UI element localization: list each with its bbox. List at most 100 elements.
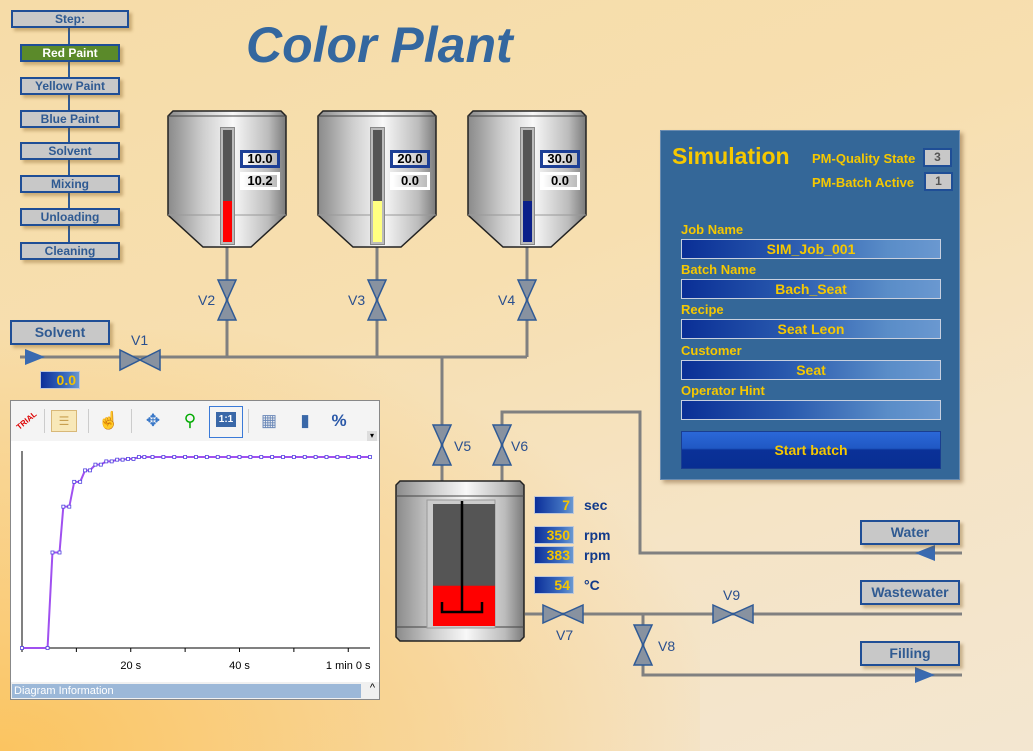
speed-actual-unit: rpm — [584, 547, 611, 563]
setpoint-value[interactable]: 10.0 — [240, 150, 280, 168]
data-point — [172, 455, 177, 459]
data-point — [98, 462, 103, 467]
paint-tank[interactable]: 20.0 0.0 — [317, 110, 437, 248]
recipe-label: Recipe — [681, 302, 724, 317]
valve-label-v8: V8 — [658, 638, 676, 654]
operator-hint-field[interactable] — [681, 400, 941, 420]
data-point — [335, 455, 340, 459]
valve-v5 — [431, 424, 453, 466]
start-batch-button[interactable]: Start batch — [681, 431, 941, 469]
valve-label-v6: V6 — [511, 438, 529, 454]
data-point — [248, 455, 253, 459]
pan-icon[interactable]: ✥ — [145, 411, 161, 430]
data-point — [324, 455, 329, 459]
level-gauge — [520, 127, 535, 245]
data-point — [78, 479, 83, 484]
step-unloading[interactable]: Unloading — [20, 208, 120, 226]
quality-state-value: 3 — [923, 148, 952, 167]
valve-label-v3: V3 — [348, 292, 366, 308]
level-fill — [223, 200, 232, 242]
percent-icon[interactable]: % — [331, 411, 347, 430]
job-name-label: Job Name — [681, 222, 744, 237]
step-cleaning[interactable]: Cleaning — [20, 242, 120, 260]
data-point — [120, 457, 125, 462]
zoom-icon[interactable]: ⚲ — [183, 411, 197, 430]
step-yellow-paint[interactable]: Yellow Paint — [20, 77, 120, 95]
data-point — [93, 462, 98, 467]
data-point — [20, 646, 24, 650]
valve-v7 — [542, 603, 584, 625]
data-point — [204, 455, 209, 459]
valve-v3 — [366, 279, 388, 321]
x-tick-label: 40 s — [229, 660, 250, 672]
step-red-paint[interactable]: Red Paint — [20, 44, 120, 62]
data-point — [61, 504, 66, 509]
operator-hint-label: Operator Hint — [681, 383, 765, 398]
water-inlet-arrow — [915, 545, 935, 561]
data-point — [67, 504, 72, 509]
paint-tank[interactable]: 10.0 10.2 — [167, 110, 287, 248]
step-blue-paint[interactable]: Blue Paint — [20, 110, 120, 128]
data-point — [104, 459, 109, 464]
level-fill — [523, 200, 532, 242]
job-name-field[interactable]: SIM_Job_001 — [681, 239, 941, 259]
step-mixing[interactable]: Mixing — [20, 175, 120, 193]
filling-button[interactable]: Filling — [860, 641, 960, 666]
data-point — [237, 455, 242, 459]
valve-label-v1: V1 — [131, 332, 149, 348]
paint-tank[interactable]: 30.0 0.0 — [467, 110, 587, 248]
wastewater-button[interactable]: Wastewater — [860, 580, 960, 605]
customer-field[interactable]: Seat — [681, 360, 941, 380]
setpoint-value[interactable]: 20.0 — [390, 150, 430, 168]
recipe-field[interactable]: Seat Leon — [681, 319, 941, 339]
actual-value: 0.0 — [540, 172, 580, 190]
mixer-vessel[interactable] — [395, 480, 525, 642]
speed-setpoint-value: 350 — [534, 526, 574, 544]
mix-time-value: 7 — [534, 496, 574, 514]
trial-icon[interactable]: TRIAL — [14, 409, 39, 432]
setpoint-value[interactable]: 30.0 — [540, 150, 580, 168]
data-point — [270, 455, 275, 459]
diagram-info-label[interactable]: Diagram Information — [12, 684, 361, 698]
data-point — [137, 455, 141, 459]
fit-1-1-icon[interactable]: 1:1 — [209, 406, 243, 438]
data-point — [368, 455, 372, 459]
thermometer-icon[interactable]: ▮ — [300, 411, 310, 430]
valve-v4 — [516, 279, 538, 321]
water-button[interactable]: Water — [860, 520, 960, 545]
customer-label: Customer — [681, 343, 742, 358]
solvent-value: 0.0 — [40, 371, 80, 389]
data-point — [194, 455, 198, 459]
level-fill — [373, 200, 382, 242]
temperature-value: 54 — [534, 576, 574, 594]
valve-label-v4: V4 — [498, 292, 516, 308]
table-icon[interactable]: ▦ — [260, 411, 278, 430]
batch-name-field[interactable]: Bach_Seat — [681, 279, 941, 299]
legend-icon[interactable]: ☰ — [51, 410, 77, 432]
simulation-panel: Simulation PM-Quality State 3 PM-Batch A… — [660, 130, 960, 480]
data-point — [291, 455, 296, 459]
solvent-source-button[interactable]: Solvent — [10, 320, 110, 345]
actual-value: 10.2 — [240, 172, 280, 190]
temperature-unit: °C — [584, 577, 600, 593]
data-point — [109, 459, 114, 464]
diagram-toolbar: TRIAL ☰ ☝ ✥ ⚲ 1:1 ▦ ▮ % ▾ — [11, 401, 379, 441]
data-point — [259, 455, 264, 459]
chevron-up-icon[interactable]: ^ — [369, 682, 375, 694]
step-solvent[interactable]: Solvent — [20, 142, 120, 160]
diagram-info-bar: Diagram Information ^ — [11, 682, 379, 699]
data-point — [183, 455, 188, 459]
valve-label-v2: V2 — [198, 292, 216, 308]
speed-actual-value: 383 — [534, 546, 574, 564]
simulation-title: Simulation — [672, 143, 790, 169]
data-point — [150, 455, 155, 459]
valve-v1 — [119, 348, 161, 372]
level-gauge — [220, 127, 235, 245]
toolbar-overflow-icon[interactable]: ▾ — [367, 431, 377, 441]
hand-icon[interactable]: ☝ — [98, 411, 120, 430]
data-point — [57, 550, 62, 555]
step-header: Step: — [11, 10, 129, 28]
data-point — [126, 457, 130, 461]
